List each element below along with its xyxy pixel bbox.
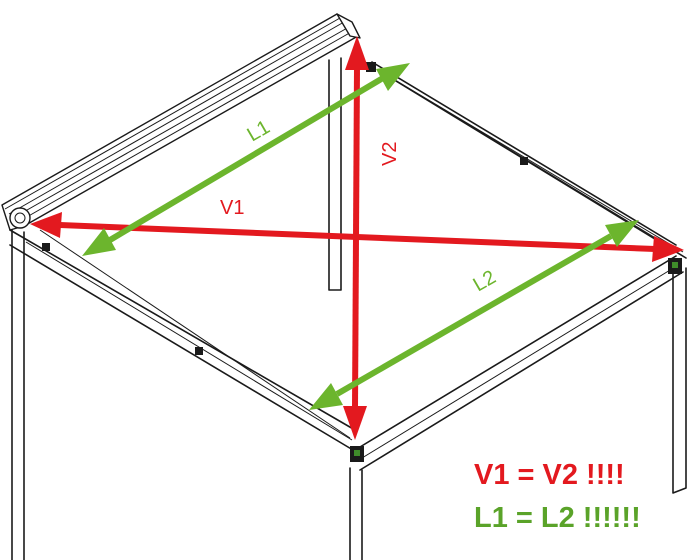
frame-brackets — [42, 62, 682, 462]
diagonal-l1 — [82, 63, 410, 256]
v-equation-text: V1 = V2 !!!! — [474, 459, 625, 491]
roof-cassette-rail — [1, 13, 361, 231]
diagonal-l2 — [309, 220, 639, 410]
pergola-frame — [9, 61, 687, 471]
diagonal-v2 — [343, 36, 369, 440]
l2-label: L2 — [470, 266, 500, 296]
l1-label: L1 — [244, 116, 274, 146]
v1-label: V1 — [220, 197, 244, 219]
l-equation-text: L1 = L2 !!!!!! — [474, 502, 641, 534]
v2-label: V2 — [379, 142, 401, 166]
pergola-legs — [11, 57, 687, 560]
